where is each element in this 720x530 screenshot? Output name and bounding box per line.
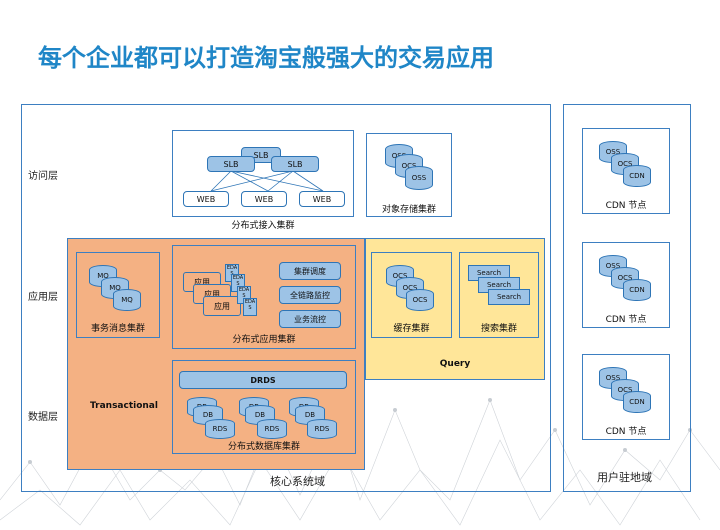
web-node: WEB	[183, 191, 229, 207]
query-label: Query	[439, 359, 471, 369]
cdn-node: CDN	[623, 279, 651, 301]
layer-label-data: 数据层	[28, 412, 58, 423]
eda-node: EDA S	[243, 298, 257, 316]
cdn-node-box: OSS OCS CDN CDN 节点	[582, 128, 670, 214]
rds-node: RDS	[205, 419, 235, 439]
core-domain-label: 核心系统域	[270, 475, 325, 488]
rds-node: RDS	[307, 419, 337, 439]
mq-cluster-label: 事务消息集群	[90, 324, 145, 334]
drds-node: DRDS	[179, 371, 347, 389]
search-cluster-label: 搜索集群	[480, 324, 517, 334]
mq-node: MQ	[113, 289, 141, 311]
cdn-node-box: OSS OCS CDN CDN 节点	[582, 242, 670, 328]
object-storage-label: 对象存储集群	[381, 205, 436, 215]
business-flow-control-button: 业务流控	[279, 310, 341, 328]
user-domain-frame	[563, 104, 691, 492]
search-node: Search	[488, 289, 530, 305]
app-card: 应用	[203, 296, 241, 316]
layer-label-access: 访问层	[28, 171, 58, 182]
object-storage-cluster: OSS OCS OSS 对象存储集群	[366, 133, 452, 217]
slb-right-node: SLB	[271, 156, 319, 172]
cdn-node: CDN	[623, 165, 651, 187]
cache-cluster-label: 缓存集群	[393, 324, 430, 334]
access-cluster: SLB SLB SLB WEB WEB WEB 分布式接入集群	[172, 130, 354, 231]
web-node: WEB	[241, 191, 287, 207]
access-connectors	[210, 170, 324, 192]
cdn-node: CDN	[623, 391, 651, 413]
page-title: 每个企业都可以打造淘宝般强大的交易应用	[38, 44, 494, 72]
cache-cluster: OCS OCS OCS 缓存集群	[371, 252, 452, 338]
cluster-scheduling-button: 集群调度	[279, 262, 341, 280]
cdn-node-label: CDN 节点	[605, 427, 647, 437]
search-cluster: Search Search Search 搜索集群	[459, 252, 539, 338]
web-node: WEB	[299, 191, 345, 207]
cdn-node-box: OSS OCS CDN CDN 节点	[582, 354, 670, 440]
db-cluster: DRDS DB DB RDS DB DB RDS DB DB RDS 分布式数据…	[172, 360, 356, 454]
core-domain-frame	[21, 104, 551, 492]
access-cluster-label: 分布式接入集群	[231, 221, 295, 231]
layer-label-app: 应用层	[28, 292, 58, 303]
db-cluster-label: 分布式数据库集群	[227, 442, 300, 452]
cdn-node-label: CDN 节点	[605, 315, 647, 325]
slb-left-node: SLB	[207, 156, 255, 172]
cdn-node-label: CDN 节点	[605, 201, 647, 211]
user-domain-label: 用户驻地域	[597, 471, 652, 484]
storage-node: OSS	[405, 166, 433, 190]
mq-cluster: MQ MQ MQ 事务消息集群	[76, 252, 160, 338]
app-cluster: 应用 应用 应用 EDA S EDA S EDA S EDA S 集群调度 全链…	[172, 245, 356, 349]
app-cluster-label: 分布式应用集群	[232, 335, 296, 345]
transactional-label: Transactional	[90, 401, 158, 411]
rds-node: RDS	[257, 419, 287, 439]
cache-node: OCS	[406, 289, 434, 311]
tracing-monitor-button: 全链路监控	[279, 286, 341, 304]
